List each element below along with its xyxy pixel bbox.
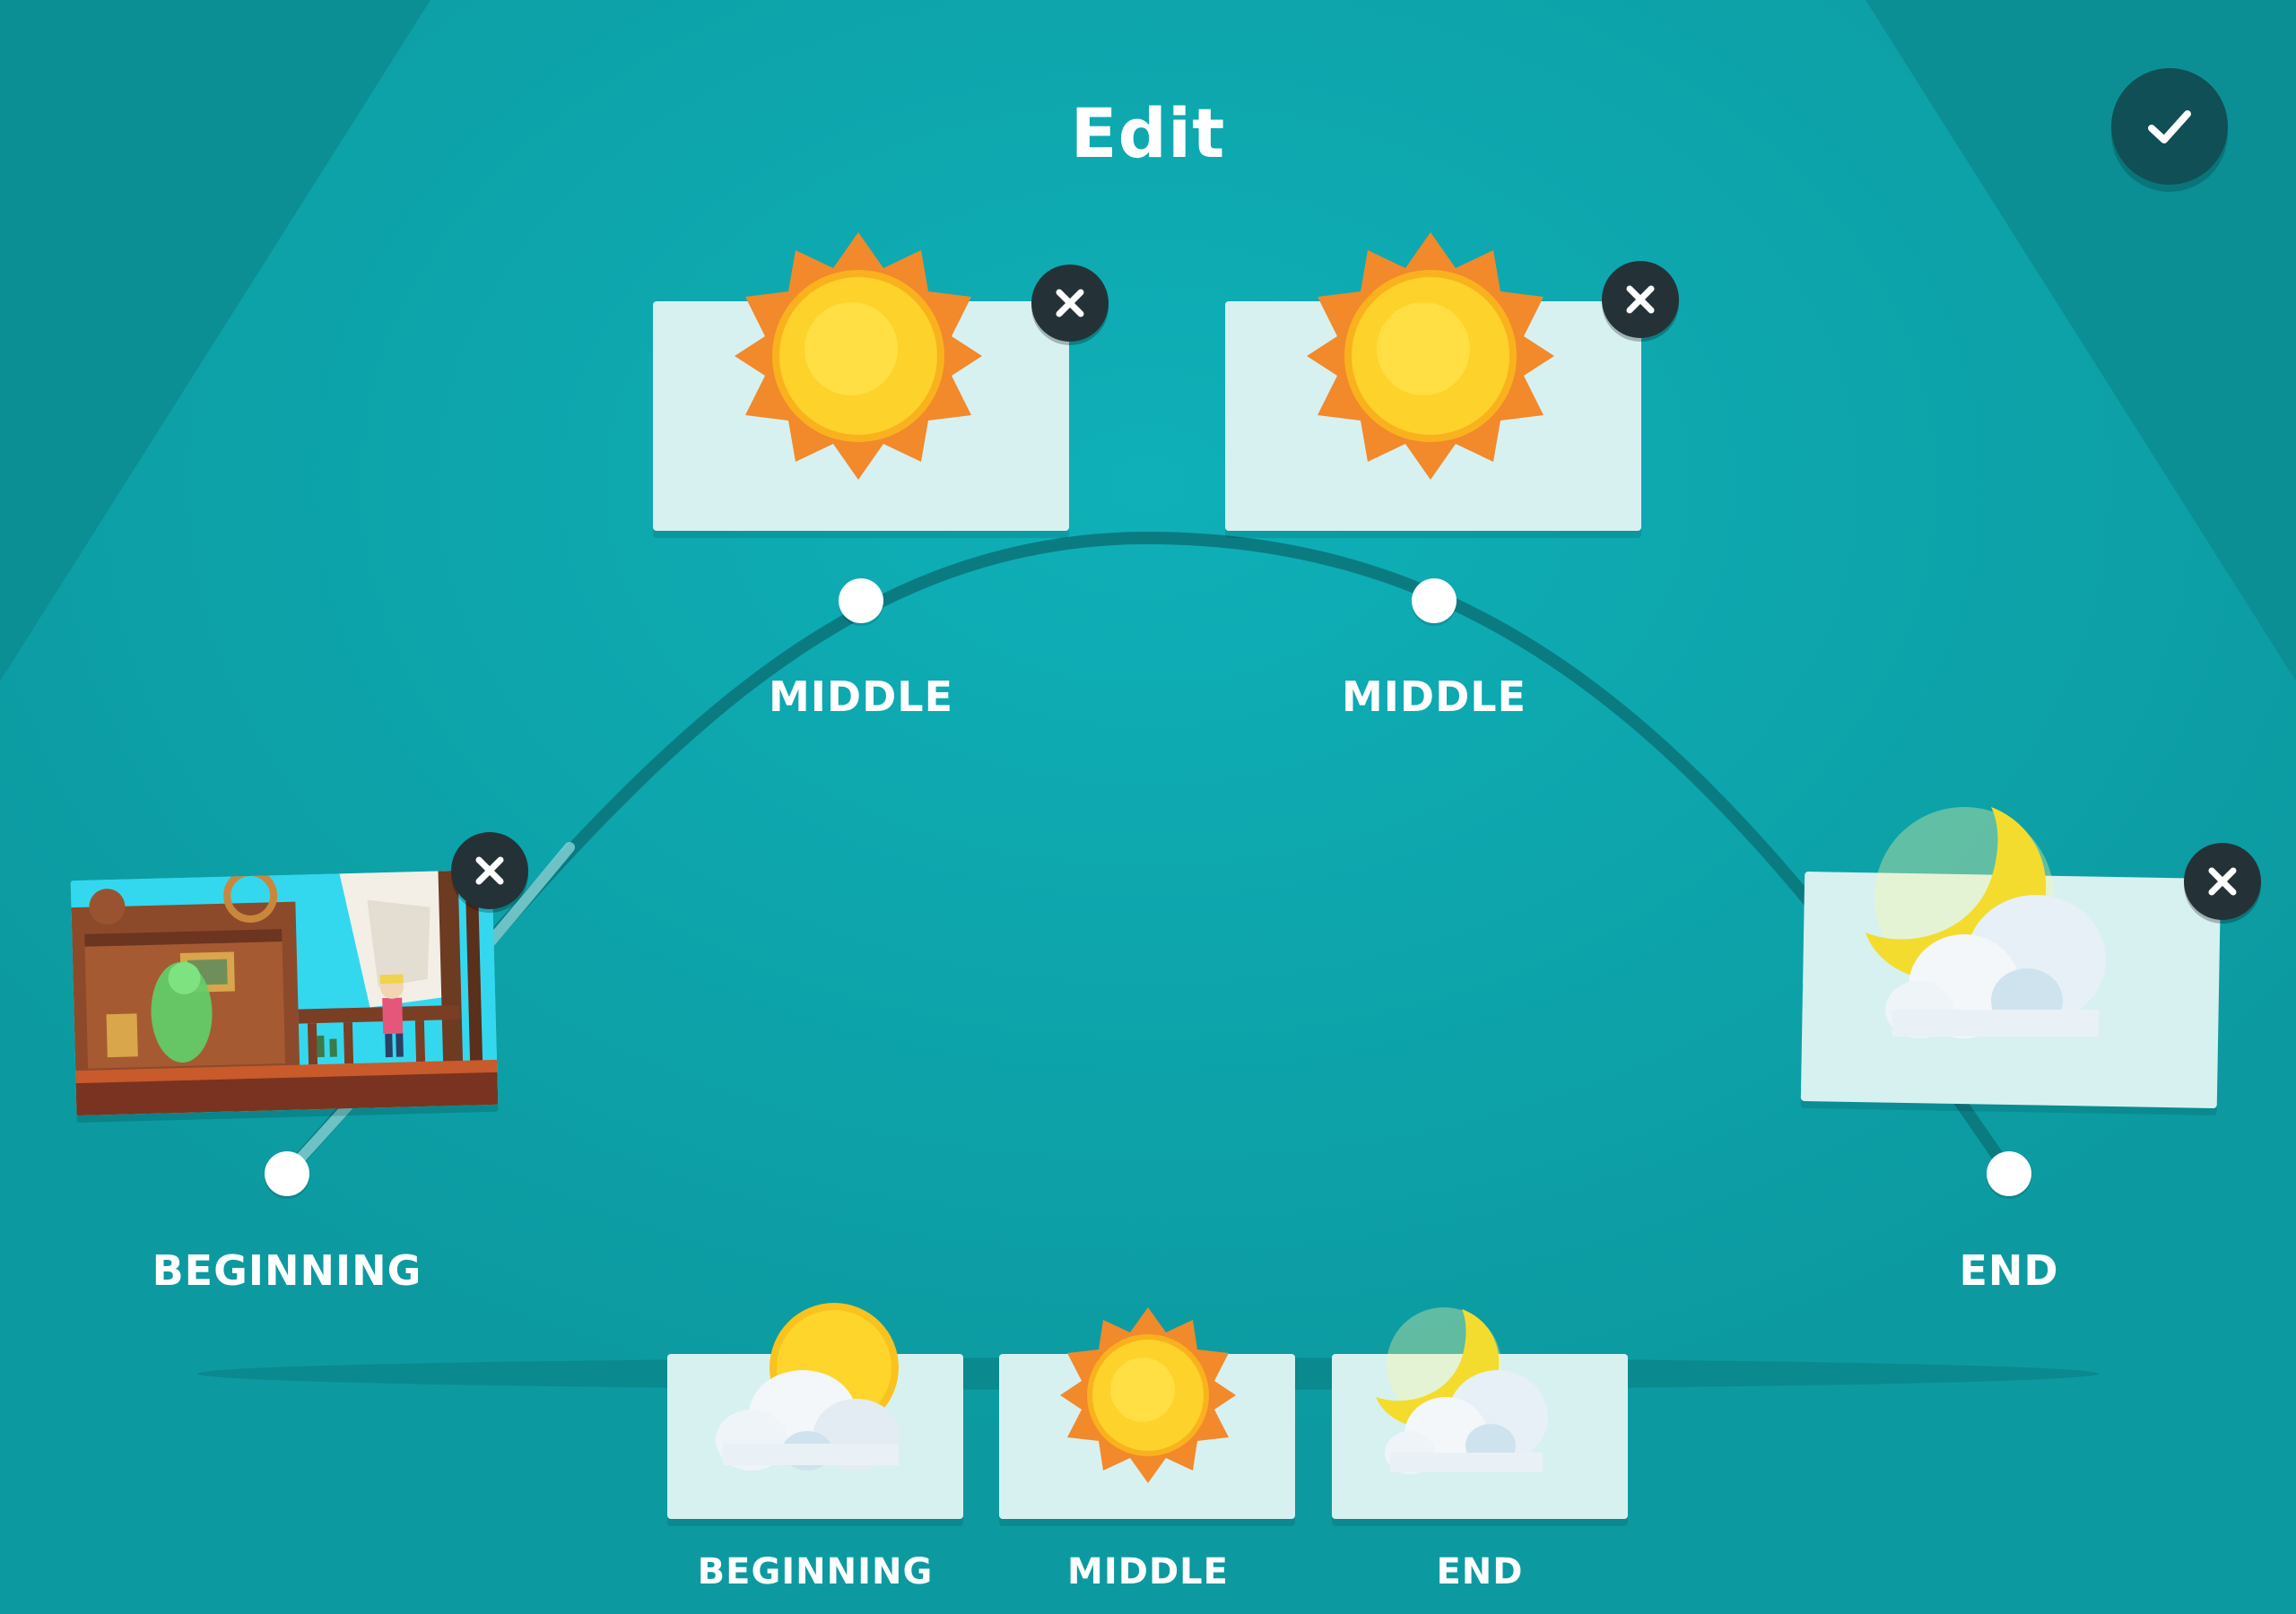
arc-label-middle-1: MIDDLE	[769, 672, 953, 721]
remove-middle-1-button[interactable]	[1031, 265, 1109, 342]
palette-label-end: END	[1436, 1551, 1524, 1592]
arc-node-middle-2[interactable]	[1412, 578, 1457, 623]
arc-label-end: END	[1959, 1246, 2059, 1295]
arc-label-beginning: BEGINNING	[152, 1246, 422, 1295]
arc-node-middle-1[interactable]	[839, 578, 883, 623]
remove-end-button[interactable]	[2184, 843, 2261, 920]
checkmark-icon	[2148, 110, 2191, 143]
sun-icon	[1300, 226, 1561, 490]
moon-cloud-icon	[1363, 1302, 1578, 1485]
game-scene-image	[70, 869, 499, 1116]
page-title: Edit	[1070, 93, 1226, 173]
arc-label-middle-2: MIDDLE	[1342, 672, 1526, 721]
moon-cloud-icon	[1857, 798, 2152, 1062]
close-icon	[475, 856, 504, 885]
done-button[interactable]	[2111, 68, 2228, 185]
remove-middle-2-button[interactable]	[1602, 261, 1679, 338]
close-icon	[1626, 285, 1655, 314]
arc-node-beginning[interactable]	[265, 1151, 309, 1196]
close-icon	[1056, 289, 1084, 317]
sun-cloud-icon	[700, 1300, 933, 1483]
remove-beginning-button[interactable]	[451, 832, 528, 909]
close-icon	[2208, 867, 2237, 896]
palette-label-beginning: BEGINNING	[697, 1551, 934, 1592]
sun-icon	[728, 226, 988, 490]
arc-node-end[interactable]	[1987, 1151, 2031, 1196]
sun-icon	[1057, 1304, 1239, 1490]
beginning-slot-thumbnail[interactable]	[70, 869, 499, 1116]
palette-label-middle: MIDDLE	[1067, 1551, 1229, 1592]
